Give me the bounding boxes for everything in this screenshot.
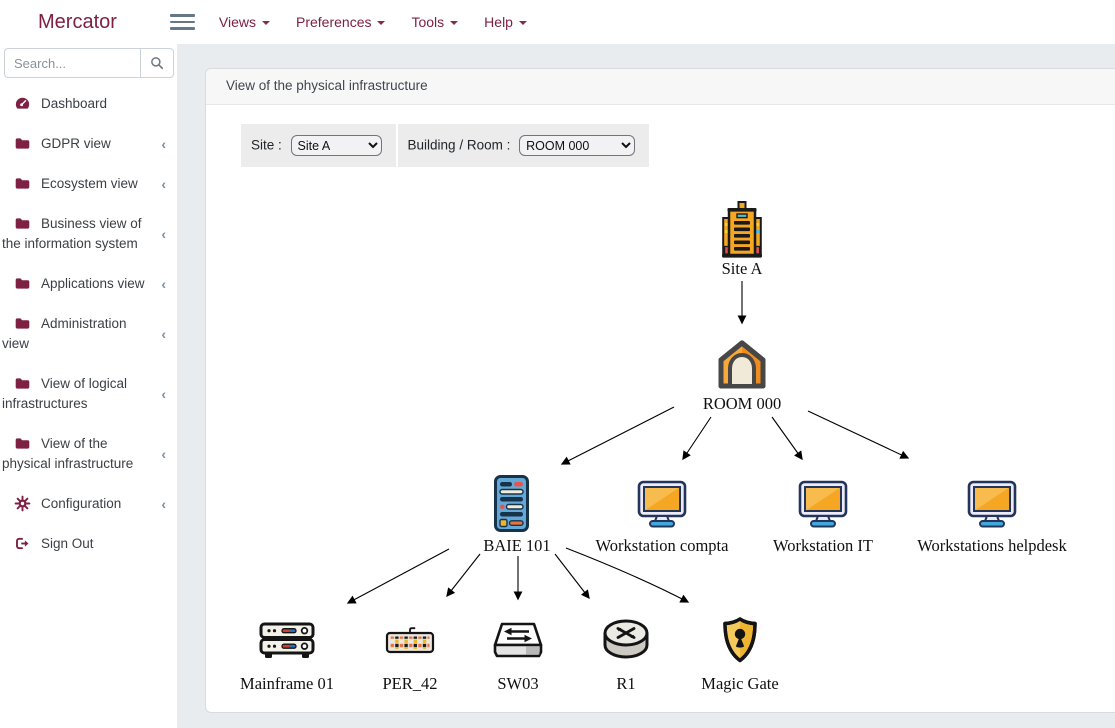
sidebar: Dashboard GDPR view ‹ Ecosystem view ‹ B… <box>0 44 177 728</box>
diagram-node-site[interactable]: Site A <box>722 201 763 278</box>
folder-icon <box>15 217 30 229</box>
caret-down-icon <box>377 21 386 25</box>
sidebar-item-applications-view[interactable]: Applications view ‹ <box>0 264 177 304</box>
keyboard-icon <box>385 627 435 654</box>
navbar-menu: Views Preferences Tools Help <box>206 0 540 44</box>
site-select[interactable]: Site A <box>290 135 382 156</box>
diagram-node-workstation-it[interactable]: Workstation IT <box>773 480 873 555</box>
server-icon <box>259 622 315 658</box>
svg-text:BAIE 101: BAIE 101 <box>483 536 550 555</box>
sidebar-menu: Dashboard GDPR view ‹ Ecosystem view ‹ B… <box>0 84 177 564</box>
sidebar-item-logical-infrastructures[interactable]: View of logical infrastructures ‹ <box>2 376 166 411</box>
building-icon <box>722 201 762 258</box>
edge-bay-r1 <box>554 553 590 600</box>
sidebar-toggle-icon[interactable] <box>169 14 195 30</box>
svg-text:Site A: Site A <box>722 259 763 278</box>
sidebar-item-dashboard[interactable]: Dashboard <box>0 84 177 124</box>
svg-text:Workstation IT: Workstation IT <box>773 536 873 555</box>
chevron-left-icon[interactable]: ‹ <box>161 276 166 292</box>
sidebar-item-configuration[interactable]: Configuration ‹ <box>0 484 177 524</box>
diagram-node-per-42[interactable]: PER_42 <box>382 627 438 693</box>
room-label: Building / Room : <box>407 137 511 153</box>
shield-icon <box>723 617 757 663</box>
room-select[interactable]: ROOM 000 <box>519 135 636 156</box>
room-filter-cell: Building / Room : ROOM 000 <box>397 124 650 167</box>
svg-text:R1: R1 <box>616 674 635 693</box>
tachometer-icon <box>15 97 30 109</box>
sidebar-item-sign-out[interactable]: Sign Out <box>0 524 177 564</box>
svg-text:ROOM 000: ROOM 000 <box>703 394 781 413</box>
sidebar-item-ecosystem-view[interactable]: Ecosystem view ‹ <box>0 164 177 204</box>
diagram-node-sw03[interactable]: SW03 <box>493 622 543 693</box>
edge-room-compta <box>682 416 712 461</box>
card-title: View of the physical infrastructure <box>206 69 1115 105</box>
diagram-node-r1[interactable]: R1 <box>603 619 649 693</box>
router-icon <box>603 619 649 659</box>
sign-out-icon <box>16 537 29 549</box>
svg-text:SW03: SW03 <box>497 674 538 693</box>
diagram-node-workstations-helpdesk[interactable]: Workstations helpdesk <box>917 480 1067 555</box>
edge-room-it <box>771 416 803 461</box>
infrastructure-diagram: Site A ROOM 000 <box>240 201 1067 693</box>
search-button[interactable] <box>140 48 174 78</box>
main-content: View of the physical infrastructure Site… <box>177 44 1115 728</box>
folder-icon <box>15 277 30 289</box>
edge-bay-per <box>446 553 481 598</box>
switch-icon <box>493 622 543 658</box>
chevron-left-icon[interactable]: ‹ <box>161 496 166 512</box>
gear-icon <box>14 495 31 511</box>
svg-text:Workstation compta: Workstation compta <box>596 536 730 555</box>
nav-item-views[interactable]: Views <box>206 0 283 44</box>
folder-icon <box>15 317 30 329</box>
nav-item-tools[interactable]: Tools <box>398 0 471 44</box>
sidebar-item-physical-infrastructure[interactable]: View of the physical infrastructure ‹ <box>2 436 166 471</box>
sidebar-item-gdpr-view[interactable]: GDPR view ‹ <box>0 124 177 164</box>
caret-down-icon <box>518 21 527 25</box>
svg-text:Workstations helpdesk: Workstations helpdesk <box>917 536 1067 555</box>
svg-text:PER_42: PER_42 <box>382 674 437 693</box>
edge-bay-magic <box>565 547 690 603</box>
filter-bar: Site : Site A Building / Room : ROOM 000 <box>241 124 650 167</box>
folder-icon <box>15 437 30 449</box>
sidebar-item-business-view[interactable]: Business view of the information system … <box>2 216 166 251</box>
chevron-left-icon[interactable]: ‹ <box>161 226 166 242</box>
sidebar-item-administration-view[interactable]: Administration view ‹ <box>2 316 166 351</box>
monitor-icon <box>967 480 1017 528</box>
nav-item-help[interactable]: Help <box>471 0 540 44</box>
folder-icon <box>15 377 30 389</box>
diagram-node-bay[interactable]: BAIE 101 <box>483 475 551 556</box>
server-rack-icon <box>494 475 529 532</box>
home-icon <box>718 340 766 389</box>
brand-logo[interactable]: Mercator <box>38 10 117 33</box>
chevron-left-icon[interactable]: ‹ <box>161 386 166 402</box>
diagram-node-mainframe[interactable]: Mainframe 01 <box>240 622 334 693</box>
edge-bay-mainframe <box>346 548 450 604</box>
chevron-left-icon[interactable]: ‹ <box>161 176 166 192</box>
search-input[interactable] <box>4 48 140 78</box>
svg-text:Magic Gate: Magic Gate <box>701 674 778 693</box>
edge-room-helpdesk <box>807 410 910 459</box>
chevron-left-icon[interactable]: ‹ <box>161 326 166 342</box>
nav-item-preferences[interactable]: Preferences <box>283 0 398 44</box>
diagram-edges <box>346 281 910 604</box>
site-filter-cell: Site : Site A <box>241 124 398 167</box>
physical-infrastructure-card: View of the physical infrastructure Site… <box>205 68 1115 713</box>
sidebar-search <box>0 44 177 82</box>
caret-down-icon <box>262 21 270 25</box>
monitor-icon <box>798 480 848 528</box>
diagram-node-room[interactable]: ROOM 000 <box>703 340 781 413</box>
chevron-left-icon[interactable]: ‹ <box>161 136 166 152</box>
search-icon <box>151 57 164 70</box>
folder-icon <box>15 177 30 189</box>
caret-down-icon <box>450 21 459 25</box>
edge-room-bay <box>560 406 675 465</box>
monitor-icon <box>637 480 687 528</box>
svg-text:Mainframe 01: Mainframe 01 <box>240 674 334 693</box>
diagram-node-magic-gate[interactable]: Magic Gate <box>701 617 779 693</box>
diagram-node-workstation-compta[interactable]: Workstation compta <box>596 480 730 555</box>
top-navbar: Mercator Views Preferences Tools Help <box>0 0 1115 44</box>
folder-icon <box>15 137 30 149</box>
site-label: Site : <box>251 137 282 153</box>
chevron-left-icon[interactable]: ‹ <box>161 446 166 462</box>
